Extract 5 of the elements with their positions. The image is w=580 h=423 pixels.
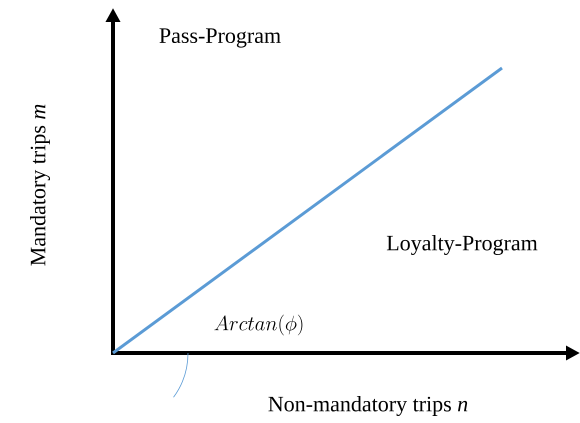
- region-label: Pass-Program: [160, 28, 281, 48]
- axis-label: Non-mandatory trips n: [268, 396, 468, 416]
- region-label: Loyalty-Program: [386, 235, 538, 256]
- axis-label: Mandatory trips m: [30, 104, 50, 266]
- angle-formula: $Arctan(\phi)$: [214, 314, 302, 336]
